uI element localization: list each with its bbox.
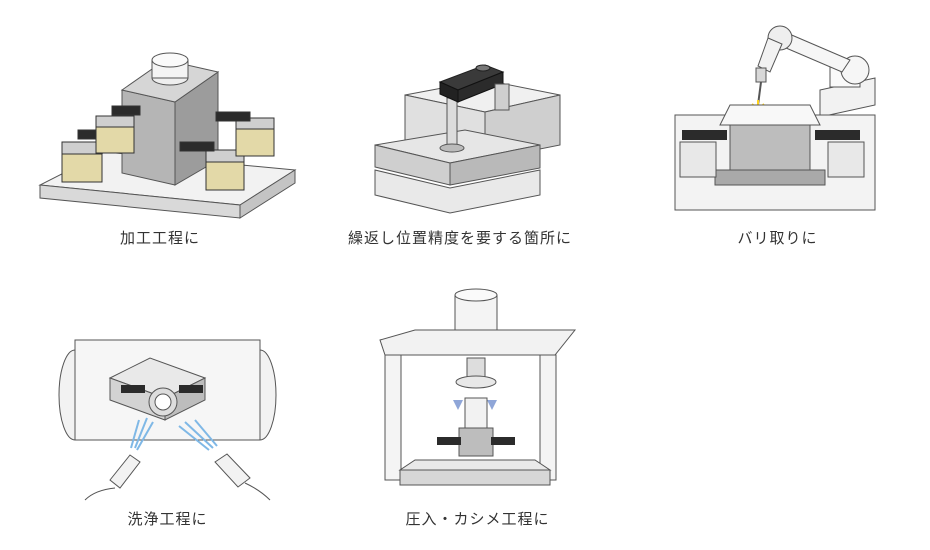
caption-washing: 洗浄工程に (127, 510, 208, 528)
caption-repeat-positioning: 繰返し位置精度を要する箇所に (347, 229, 572, 247)
press-fit-caulking-illustration (379, 288, 577, 486)
robot-deburring-illustration (674, 25, 876, 211)
washing-nozzle-illustration (58, 339, 277, 501)
item-machining: 加工工程に (30, 20, 297, 250)
machining-fixture-illustration (38, 52, 297, 219)
caption-deburring: バリ取りに (737, 229, 818, 247)
caption-press-fit: 圧入・カシメ工程に (405, 510, 550, 528)
item-deburring: バリ取りに (670, 10, 885, 250)
item-press-fit: 圧入・カシメ工程に (375, 288, 580, 540)
item-washing: 洗浄工程に (55, 330, 280, 540)
repeat-positioning-clamp-illustration (374, 64, 561, 214)
item-repeat-positioning: 繰返し位置精度を要する箇所に (325, 20, 595, 250)
caption-machining: 加工工程に (119, 229, 200, 247)
